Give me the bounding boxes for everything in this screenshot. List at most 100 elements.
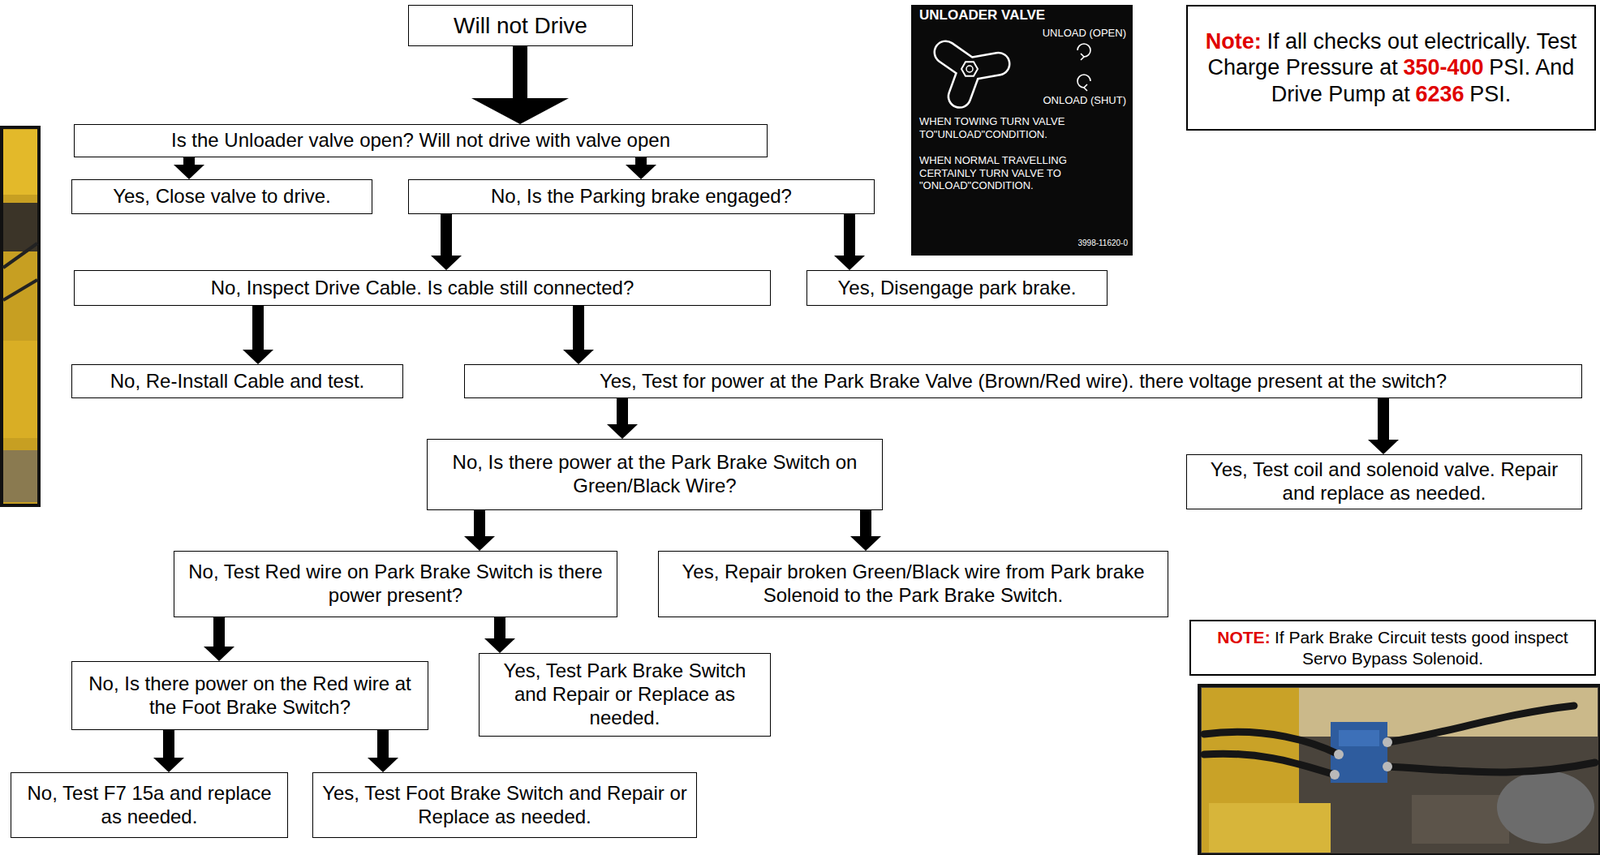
text-group: No, Is the Parking brake engaged? [490,184,792,209]
photo-panel [1208,803,1331,853]
note-text: PSI. [1469,81,1511,107]
sign-text: ONLOAD (SHUT) [1042,94,1127,107]
decision-box: No, Is the Parking brake engaged? [408,179,875,215]
box-text: Yes, Test for power at the Park Brake Va… [599,369,1447,392]
photo-panel [3,340,38,439]
text-group: Yes, Test Foot Brake Switch and Repair o… [319,782,690,830]
box-text: No, Re-Install Cable and test. [110,369,366,392]
text-group: Will not Drive [453,12,588,40]
action-box: Yes, Test coil and solenoid valve. Repai… [1186,454,1583,510]
decision-box: Is the Unloader valve open? Will not dri… [73,124,768,158]
action-box: No, Re-Install Cable and test. [71,364,404,399]
text-group: No, Test Red wire on Park Brake Switch i… [180,560,611,608]
photo-shadow [3,450,38,503]
machine-photo-left [1,127,39,506]
hydraulic-photo [1199,685,1600,855]
box-text: Yes, Disengage park brake. [838,276,1077,299]
sign-text-holder: UNLOAD (OPEN) [1042,26,1127,40]
action-box: Yes, Repair broken Green/Black wire from… [658,550,1169,618]
fitting [1382,761,1393,772]
arrow-tip [1080,53,1084,61]
text-group: No, Inspect Drive Cable. Is cable still … [210,276,635,301]
flow-arrow [153,730,185,773]
sign-text: UNLOAD (OPEN) [1042,26,1127,39]
fitting [1329,769,1340,780]
sign-text-holder: ONLOAD (SHUT) [1042,94,1127,108]
fitting [1333,749,1344,760]
arc [1077,43,1091,57]
note-box: NOTE:If Park Brake Circuit tests good in… [1189,619,1596,676]
photo-edge [3,243,38,301]
sign-plate [911,4,1133,256]
photo-frame [1,127,39,506]
hex-nut [961,61,978,76]
sign-text: WHEN NORMAL TRAVELLING CERTAINLY TURN VA… [919,154,1067,192]
box-text: Yes, Close valve to drive. [112,184,332,207]
sign-text: WHEN TOWING TURN VALVE TO"UNLOAD"CONDITI… [919,115,1065,141]
rotate-arrow-shut [1077,74,1091,91]
sign-text-holder: 3998-11620-0 [1077,238,1128,249]
sign-text: 3998-11620-0 [1077,238,1128,248]
photo-panel [3,129,38,195]
hose [1204,753,1335,775]
hose [1387,762,1596,773]
note-text: NOTE: [1217,627,1270,647]
handle-fill [946,51,999,96]
text-group: Yes, Repair broken Green/Black wire from… [665,560,1162,608]
box-text: No, Test Red wire on Park Brake Switch i… [188,560,603,607]
sign-text-holder: UNLOADER VALVE [919,7,1046,24]
flow-arrow [203,617,235,662]
box-text: Yes, Repair broken Green/Black wire from… [681,560,1145,607]
text-group: No, Re-Install Cable and test. [110,369,366,394]
box-text: No, Inspect Drive Cable. Is cable still … [210,276,635,299]
action-box: No, Test F7 15a and replace as needed. [10,772,289,839]
start-box: Will not Drive [408,4,633,47]
text-group: Note:If all checks out electrically. Tes… [1194,28,1588,108]
note-text: 6236 [1415,81,1464,107]
decision-box: No, Test Red wire on Park Brake Switch i… [173,550,618,618]
text-group: Yes, Close valve to drive. [112,184,332,209]
decision-box: Yes, Test for power at the Park Brake Va… [464,364,1583,399]
flow-arrow [242,305,274,365]
flow-arrow [834,214,865,271]
flow-arrow [173,157,205,180]
fittings [1329,737,1393,780]
box-text: Is the Unloader valve open? Will not dri… [171,129,671,151]
box-text: No, Is there power at the Park Brake Swi… [452,451,858,497]
text-group: Yes, Test Park Brake Switch and Repair o… [486,659,764,730]
box-text: Yes, Test Park Brake Switch and Repair o… [503,659,747,729]
flow-arrow [850,510,882,551]
box-text: No, Is the Parking brake engaged? [490,184,792,207]
flow-arrow [606,398,638,439]
text-group: NOTE:If Park Brake Circuit tests good in… [1197,627,1588,668]
box-text: Yes, Test coil and solenoid valve. Repai… [1210,458,1558,504]
box-text: Yes, Test Foot Brake Switch and Repair o… [322,782,688,828]
action-box: Yes, Test Park Brake Switch and Repair o… [478,653,771,737]
flow-arrow [430,214,462,271]
photo-shadow [3,202,38,252]
text-group: Yes, Disengage park brake. [838,276,1077,301]
flow-arrow [625,157,657,180]
box-text: Will not Drive [453,12,588,39]
action-box: Yes, Test Foot Brake Switch and Repair o… [312,772,697,839]
rotate-arrow-open [1077,43,1091,61]
text-group: Is the Unloader valve open? Will not dri… [171,129,671,153]
note-text: Note: [1205,29,1262,54]
flow-arrow [1367,398,1399,455]
text-group: Yes, Test for power at the Park Brake Va… [599,369,1447,394]
hoses [1204,705,1596,775]
text-group: No, Is there power on the Red wire at th… [78,672,422,720]
decision-box: No, Is there power at the Park Brake Swi… [426,438,883,511]
decision-box: No, Inspect Drive Cable. Is cable still … [73,270,771,306]
action-box: Yes, Close valve to drive. [71,179,373,215]
box-text: No, Test F7 15a and replace as needed. [26,782,271,828]
hose [1387,705,1575,743]
arrow-tip [1083,84,1088,91]
text-group: No, Is there power at the Park Brake Swi… [434,451,876,499]
photo-tank [1496,770,1595,844]
arc [1077,74,1091,88]
note-text: If Park Brake Circuit tests good inspect… [1274,627,1569,667]
flow-arrow [471,46,569,125]
flow-arrow [563,305,594,365]
